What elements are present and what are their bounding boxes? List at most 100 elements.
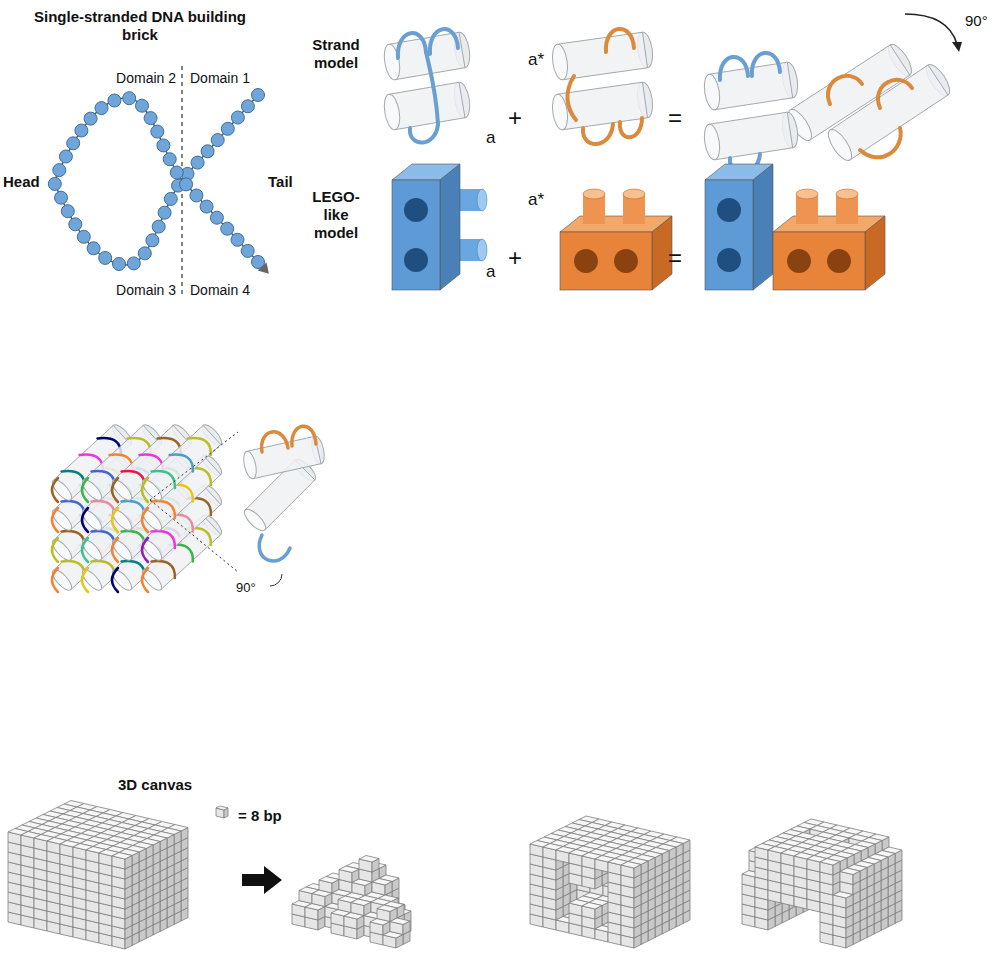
nucleotide-bead bbox=[75, 124, 88, 137]
strand-arc bbox=[112, 508, 118, 532]
nucleotide-bead bbox=[200, 200, 213, 213]
strand-arc bbox=[606, 29, 634, 52]
operator-sign: + bbox=[508, 244, 522, 273]
nucleotide-bead bbox=[108, 94, 121, 107]
nucleotide-bead bbox=[146, 234, 159, 247]
domain-name: a bbox=[486, 262, 495, 282]
strand-arc bbox=[292, 426, 316, 446]
strand-arc bbox=[62, 531, 85, 548]
stud-end bbox=[623, 189, 645, 199]
domain-name: a* bbox=[528, 190, 544, 210]
strand-arc bbox=[152, 561, 175, 578]
nucleotide-bead bbox=[201, 145, 214, 158]
end-label: Tail bbox=[268, 173, 293, 191]
nucleotide-bead bbox=[211, 134, 224, 147]
voxel-shape bbox=[742, 819, 902, 948]
strand-model-orange bbox=[550, 29, 654, 144]
strand-arc bbox=[259, 535, 290, 561]
strand-arc bbox=[62, 501, 85, 518]
cylinder-end bbox=[382, 93, 402, 131]
nucleotide-bead bbox=[152, 220, 165, 233]
canvas-cube bbox=[8, 801, 188, 950]
cylinder-end bbox=[79, 477, 104, 503]
cylinder-end bbox=[550, 43, 569, 81]
strand-arc bbox=[82, 538, 88, 562]
strand-arc bbox=[828, 76, 862, 104]
angle-label: 90° bbox=[236, 580, 256, 596]
voxel-face bbox=[359, 856, 379, 863]
cylinder-body bbox=[389, 82, 465, 129]
panel-heading: Single-stranded DNA building brick bbox=[30, 8, 250, 44]
strand-arc bbox=[142, 478, 148, 502]
brick-hole bbox=[827, 249, 851, 273]
strand-arc bbox=[62, 561, 85, 578]
brick-hole bbox=[404, 248, 428, 272]
strand-arc bbox=[112, 538, 118, 562]
nucleotide-bead bbox=[69, 218, 82, 231]
voxel-shape bbox=[530, 816, 690, 948]
cylinder-end bbox=[139, 567, 164, 593]
nucleotide-bead bbox=[48, 177, 61, 190]
cylinder-end bbox=[49, 567, 74, 593]
cylinder-end bbox=[49, 507, 74, 533]
nucleotide-bead bbox=[164, 192, 177, 205]
voxel-face bbox=[351, 899, 371, 906]
angle-label: 90° bbox=[965, 12, 988, 30]
strand-arc bbox=[430, 29, 458, 54]
voxel-face bbox=[339, 866, 359, 873]
scale-label: = 8 bp bbox=[238, 807, 282, 825]
strand-arc bbox=[52, 478, 58, 502]
cylinder-end bbox=[109, 567, 134, 593]
strand-arc bbox=[92, 471, 115, 488]
process-arrow bbox=[242, 866, 282, 894]
nucleotide-bead bbox=[157, 139, 170, 152]
strand-model-blue bbox=[382, 29, 472, 142]
brick-side bbox=[865, 216, 885, 290]
cylinder-end bbox=[109, 477, 134, 503]
strand-backbone bbox=[54, 95, 258, 265]
angle-mark bbox=[270, 574, 282, 586]
stud-end bbox=[836, 189, 858, 199]
strand-arc bbox=[262, 432, 288, 452]
strand-arc bbox=[112, 478, 118, 502]
nucleotide-bead bbox=[163, 153, 176, 166]
voxel-face bbox=[216, 806, 228, 810]
cylinder-end bbox=[139, 507, 164, 533]
strand-arc bbox=[82, 478, 88, 502]
voxel-unit bbox=[216, 806, 228, 818]
cylinder-body bbox=[709, 112, 792, 160]
nucleotide-bead bbox=[136, 99, 149, 112]
nucleotide-bead bbox=[77, 230, 90, 243]
strand-arc bbox=[583, 124, 613, 144]
nucleotide-bead bbox=[123, 92, 136, 105]
strand-arc bbox=[82, 508, 88, 532]
rotation-arrowhead bbox=[952, 42, 962, 52]
cylinder-end bbox=[49, 477, 74, 503]
voxel-face bbox=[820, 859, 840, 866]
voxel-face bbox=[319, 877, 339, 884]
strand-arc bbox=[860, 128, 901, 157]
cylinder-end bbox=[79, 537, 104, 563]
strand-arc bbox=[112, 568, 118, 592]
strand-arc bbox=[620, 118, 642, 137]
domain-name: a* bbox=[528, 50, 544, 70]
cylinder-end bbox=[139, 477, 164, 503]
nucleotide-bead bbox=[113, 258, 126, 271]
operator-sign: + bbox=[508, 104, 522, 133]
cylinder-end bbox=[139, 537, 164, 563]
nucleotide-bead bbox=[231, 233, 244, 246]
nucleotide-bead bbox=[59, 150, 72, 163]
strand-arc bbox=[142, 568, 148, 592]
nucleotide-bead bbox=[67, 137, 80, 150]
strand-arc bbox=[152, 471, 175, 488]
end-label: Head bbox=[3, 173, 40, 191]
row-heading: Strand model bbox=[303, 36, 369, 72]
brick-hole bbox=[717, 248, 741, 272]
lego-blue bbox=[392, 164, 487, 290]
voxel-face bbox=[840, 868, 860, 875]
domain-label: Domain 4 bbox=[190, 282, 270, 299]
brick-front bbox=[560, 232, 652, 290]
nucleotide-bead bbox=[99, 251, 112, 264]
lego-combined bbox=[705, 164, 885, 290]
cylinder-end bbox=[49, 537, 74, 563]
